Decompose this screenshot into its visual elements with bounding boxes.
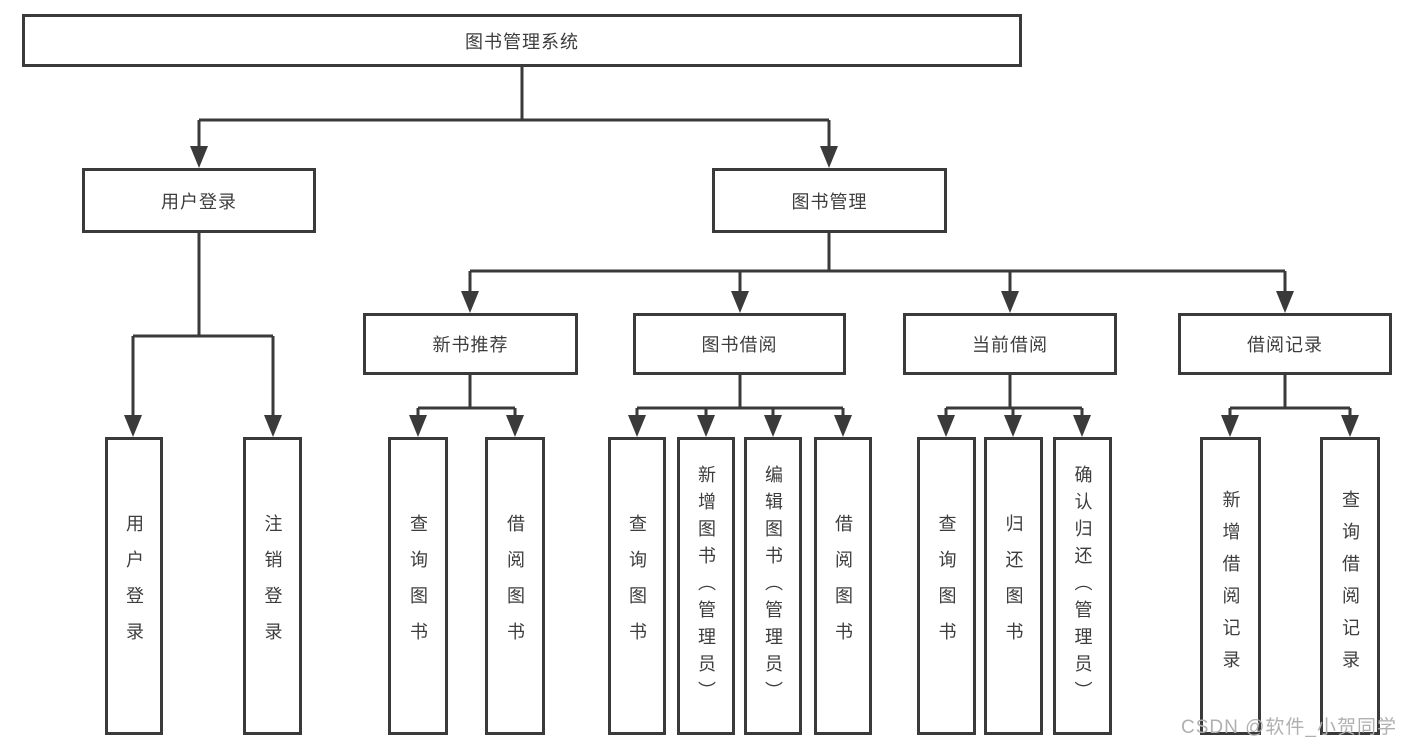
leaf-label: 查询图书 (936, 514, 957, 658)
leaf-label: 新增图书（管理员） (696, 464, 716, 708)
leaf-label: 查询图书 (627, 514, 647, 658)
leaf-label: 注销登录 (262, 514, 283, 658)
leaf-edit-book-admin: 编辑图书（管理员） (744, 437, 802, 735)
leaf-label: 归还图书 (1003, 514, 1024, 658)
node-new-book-recommendation: 新书推荐 (363, 313, 578, 375)
leaf-query-books-recommend: 查询图书 (388, 437, 448, 735)
node-book-borrowing: 图书借阅 (633, 313, 846, 375)
leaf-label: 用户登录 (124, 514, 144, 658)
leaf-label: 确认归还（管理员） (1072, 464, 1093, 708)
node-label: 当前借阅 (972, 335, 1048, 355)
csdn-watermark: CSDN @软件_小贺同学 (1181, 717, 1397, 738)
node-label: 图书管理 (791, 191, 868, 212)
leaf-label: 新增借阅记录 (1220, 490, 1241, 682)
leaf-borrow-books-recommend: 借阅图书 (485, 437, 545, 735)
leaf-label: 查询图书 (408, 514, 428, 658)
leaf-add-borrow-record: 新增借阅记录 (1200, 437, 1261, 735)
node-user-login: 用户登录 (82, 168, 316, 233)
leaf-label: 查询借阅记录 (1340, 490, 1360, 682)
leaf-label: 借阅图书 (833, 514, 853, 658)
node-label: 图书管理系统 (465, 31, 579, 52)
leaf-logout: 注销登录 (243, 437, 302, 735)
node-borrowing-records: 借阅记录 (1178, 313, 1392, 375)
leaf-query-books-current: 查询图书 (917, 437, 976, 735)
leaf-user-login: 用户登录 (105, 437, 163, 735)
node-book-management: 图书管理 (712, 168, 947, 233)
node-label: 新书推荐 (432, 335, 509, 355)
leaf-label: 借阅图书 (505, 514, 525, 658)
leaf-return-books: 归还图书 (984, 437, 1043, 735)
node-current-borrowing: 当前借阅 (903, 313, 1117, 375)
node-label: 借阅记录 (1247, 335, 1323, 355)
arrowheads (124, 146, 1359, 437)
leaf-add-book-admin: 新增图书（管理员） (677, 437, 735, 735)
leaf-confirm-return-admin: 确认归还（管理员） (1053, 437, 1112, 735)
node-label: 用户登录 (161, 191, 237, 212)
leaf-label: 编辑图书（管理员） (763, 464, 783, 708)
leaf-borrow-books-borrowing: 借阅图书 (814, 437, 872, 735)
node-book-management-system: 图书管理系统 (22, 14, 1022, 67)
node-label: 图书借阅 (701, 335, 778, 355)
leaf-query-borrow-record: 查询借阅记录 (1320, 437, 1380, 735)
leaf-query-books-borrowing: 查询图书 (608, 437, 666, 735)
